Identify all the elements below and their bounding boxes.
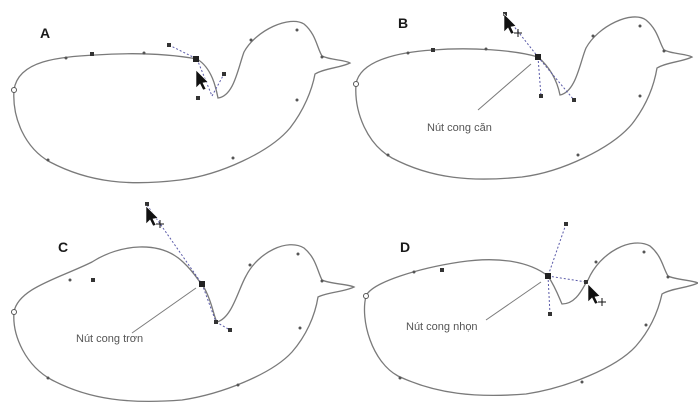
start-node-b[interactable] xyxy=(353,81,359,87)
node-c7[interactable] xyxy=(298,326,302,330)
control-handle-a2 xyxy=(196,58,213,97)
control-handle-c2 xyxy=(201,283,217,323)
node-d4[interactable] xyxy=(594,260,598,264)
control-point-d2[interactable] xyxy=(584,280,588,284)
node-b5[interactable] xyxy=(591,34,595,38)
duck-outline-b xyxy=(355,16,694,180)
node-a2[interactable] xyxy=(196,96,200,100)
control-handle-b3 xyxy=(537,56,575,101)
pick-tool-cursor-icon-a xyxy=(195,69,209,91)
node-c1[interactable] xyxy=(91,278,95,282)
node-c9[interactable] xyxy=(46,376,50,380)
plus-icon-d xyxy=(598,298,606,306)
node-c2[interactable] xyxy=(214,320,218,324)
node-d3[interactable] xyxy=(412,270,416,274)
node-b8[interactable] xyxy=(638,94,642,98)
node-type-label-d: Nút cong nhọn xyxy=(406,321,478,333)
control-handle-c3 xyxy=(215,321,231,331)
node-a10[interactable] xyxy=(46,158,50,162)
duck-outline-c xyxy=(13,244,356,403)
control-point-c2[interactable] xyxy=(228,328,232,332)
control-handle-d1 xyxy=(547,223,567,277)
control-point-b2[interactable] xyxy=(572,98,576,102)
node-a1[interactable] xyxy=(90,52,94,56)
start-node-c[interactable] xyxy=(11,309,17,315)
node-d9[interactable] xyxy=(398,376,402,380)
node-c8[interactable] xyxy=(236,383,240,387)
node-a3[interactable] xyxy=(64,56,68,60)
callout-line-d xyxy=(485,281,542,321)
node-b3[interactable] xyxy=(406,51,410,55)
panel-d: D Nút cong nhọn xyxy=(363,222,698,397)
control-handle-a1 xyxy=(168,44,198,60)
node-a4[interactable] xyxy=(142,51,146,55)
selected-node-c[interactable] xyxy=(199,281,205,287)
node-d2[interactable] xyxy=(548,312,552,316)
panel-c-letter: C xyxy=(58,239,68,255)
start-node-a[interactable] xyxy=(11,87,17,93)
node-d1[interactable] xyxy=(440,268,444,272)
selected-node-d[interactable] xyxy=(545,273,551,279)
selected-node-a[interactable] xyxy=(193,56,199,62)
panel-c: C Nút cong trơn xyxy=(11,202,356,403)
node-type-label-b: Nút cong căn xyxy=(427,122,492,134)
pick-tool-cursor-icon-d xyxy=(587,283,601,305)
node-a5[interactable] xyxy=(249,38,253,42)
node-d7[interactable] xyxy=(644,323,648,327)
node-type-label-c: Nút cong trơn xyxy=(76,333,143,345)
pick-tool-cursor-icon-b xyxy=(503,13,517,35)
duck-outline-a xyxy=(13,20,352,184)
node-a6[interactable] xyxy=(295,28,299,32)
node-c5[interactable] xyxy=(296,252,300,256)
node-c6[interactable] xyxy=(320,279,324,283)
node-a7[interactable] xyxy=(320,55,324,59)
callout-line-c xyxy=(131,287,197,334)
pick-tool-cursor-icon-c xyxy=(145,205,159,227)
control-point-b1[interactable] xyxy=(503,12,507,16)
node-b1[interactable] xyxy=(431,48,435,52)
node-b7[interactable] xyxy=(662,49,666,53)
panel-d-letter: D xyxy=(400,239,410,255)
control-point-d1[interactable] xyxy=(564,222,568,226)
selected-node-b[interactable] xyxy=(535,54,541,60)
plus-icon-c xyxy=(156,220,164,228)
control-handle-a3 xyxy=(211,73,225,97)
node-d5[interactable] xyxy=(642,250,646,254)
callout-line-b xyxy=(477,63,532,111)
node-c4[interactable] xyxy=(248,263,252,267)
start-node-d[interactable] xyxy=(363,293,369,299)
plus-icon-b xyxy=(514,29,522,37)
node-b9[interactable] xyxy=(576,153,580,157)
node-d6[interactable] xyxy=(666,275,670,279)
control-handle-d2 xyxy=(547,275,587,283)
control-handle-d3 xyxy=(547,275,551,315)
panel-b-letter: B xyxy=(398,15,408,31)
node-a8[interactable] xyxy=(295,98,299,102)
panel-b: B Nút cong căn xyxy=(353,12,694,180)
node-b4[interactable] xyxy=(484,47,488,51)
control-point-a2[interactable] xyxy=(222,72,226,76)
node-b2[interactable] xyxy=(539,94,543,98)
node-b6[interactable] xyxy=(638,24,642,28)
panel-a: A xyxy=(11,20,352,184)
duck-outline-d xyxy=(363,242,698,397)
node-d8[interactable] xyxy=(580,380,584,384)
panel-a-letter: A xyxy=(40,25,50,41)
control-point-a1[interactable] xyxy=(167,43,171,47)
control-handle-b2 xyxy=(537,56,542,97)
node-c3[interactable] xyxy=(68,278,72,282)
node-b10[interactable] xyxy=(386,153,390,157)
node-a9[interactable] xyxy=(231,156,235,160)
control-point-c1[interactable] xyxy=(145,202,149,206)
